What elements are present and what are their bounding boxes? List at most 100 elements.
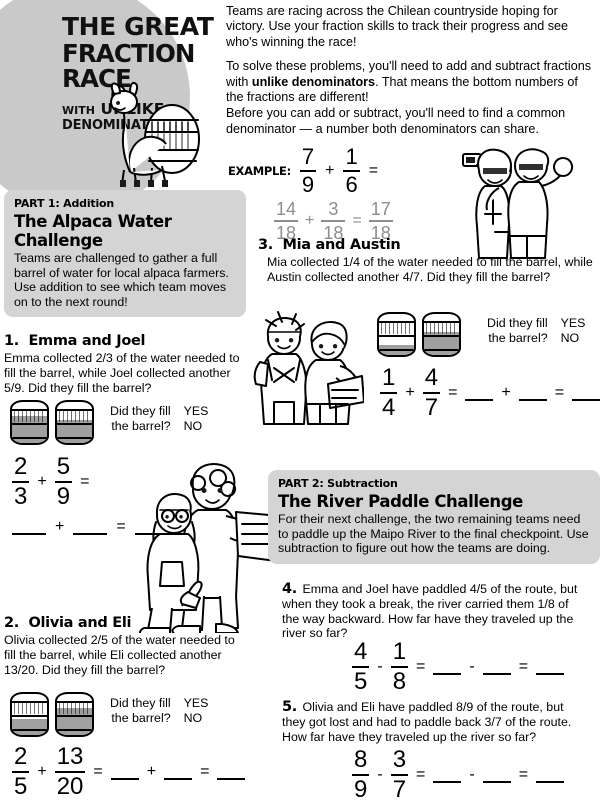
numerator: 2	[14, 453, 28, 480]
work-equals: =	[518, 766, 529, 783]
prompt-options: YES NO	[184, 404, 209, 434]
fraction-bar	[12, 771, 30, 773]
barrel-water-level	[12, 718, 47, 735]
fraction-bar	[390, 666, 409, 668]
prompt-label: Did they fill the barrel?	[110, 696, 171, 726]
numerator: 1	[392, 638, 407, 665]
fraction-bar	[422, 392, 441, 394]
selfie-couple-illustration	[455, 140, 583, 262]
barrel-hoop	[57, 715, 92, 718]
answer-blank[interactable]	[482, 768, 511, 783]
denominator: 18	[323, 223, 344, 243]
yes-option[interactable]: YES	[183, 696, 209, 710]
yes-option[interactable]: YES	[560, 316, 586, 330]
work-equals: =	[116, 518, 126, 535]
numerator: 8	[354, 746, 368, 773]
denominator: 18	[276, 223, 297, 243]
fraction-bar	[54, 481, 73, 483]
barrel	[55, 692, 94, 737]
answer-blank[interactable]	[536, 660, 565, 675]
prompt-options: YES NO	[184, 696, 209, 726]
question-1-fraction-1: 2 3	[12, 453, 30, 509]
question-5-operator: -	[377, 766, 383, 783]
question-2-title: Olivia and Eli	[28, 615, 132, 631]
answer-blank[interactable]	[110, 765, 139, 780]
barrel-staves	[59, 703, 90, 714]
denominator: 9	[56, 483, 71, 510]
question-1-equation: 2 3 + 5 9 =	[12, 455, 89, 509]
answer-blank[interactable]	[433, 768, 462, 783]
question-5: 5. Olivia and Eli have paddled 8/9 of th…	[282, 700, 588, 744]
question-4-text: Emma and Joel have paddled 4/5 of the ro…	[282, 582, 578, 641]
question-3-number: 3.	[258, 237, 273, 253]
answer-blank[interactable]	[164, 765, 193, 780]
barrel-hoop	[57, 729, 92, 732]
prompt-line-1: Did they fill	[110, 404, 171, 418]
part2-title: The River Paddle Challenge	[278, 492, 523, 511]
barrel-hoop	[379, 335, 414, 338]
answer-blank[interactable]	[73, 520, 108, 535]
example-step-fraction-1: 14 18	[274, 200, 299, 243]
part1-kicker: PART 1: Addition	[14, 197, 115, 210]
barrel-hoop	[57, 423, 92, 426]
numerator: 1	[382, 364, 396, 391]
example-block: EXAMPLE: 7 9 + 1 6 = 14 18 + 3 18 = 17	[228, 146, 438, 242]
denominator: 8	[392, 668, 407, 695]
question-5-text: Olivia and Eli have paddled 8/9 of the r…	[282, 700, 572, 744]
answer-blank[interactable]	[518, 386, 547, 401]
numerator: 13	[56, 743, 84, 770]
answer-blank[interactable]	[465, 386, 494, 401]
question-4-number: 4.	[282, 581, 297, 597]
part1-title: The Alpaca Water Challenge	[14, 212, 172, 250]
barrel-hoop	[424, 321, 459, 324]
question-4-equation: 4 5 - 1 8 = - =	[352, 638, 565, 695]
barrel	[10, 692, 49, 737]
barrel-staves	[381, 323, 412, 334]
question-1-equals: =	[80, 473, 90, 490]
denominator: 5	[14, 773, 28, 800]
answer-blank[interactable]	[12, 520, 46, 535]
fraction-bar	[390, 774, 409, 776]
denominator: 20	[56, 773, 84, 800]
question-5-text-wrap: 5. Olivia and Eli have paddled 8/9 of th…	[282, 700, 588, 744]
answer-blank[interactable]	[134, 520, 169, 535]
no-option[interactable]: NO	[183, 419, 203, 433]
barrel-body	[10, 692, 49, 737]
work-operator: +	[146, 763, 157, 780]
no-option[interactable]: NO	[183, 711, 203, 725]
fraction-bar	[12, 481, 30, 483]
numerator: 3	[392, 746, 407, 773]
work-operator: +	[501, 384, 511, 401]
question-1-operator: +	[37, 473, 47, 490]
example-fraction-2: 1 6	[343, 146, 360, 196]
prompt-label: Did they fill the barrel?	[487, 316, 548, 346]
question-2: 2. Olivia and Eli Olivia collected 2/5 o…	[4, 614, 240, 677]
part1-body: Teams are challenged to gather a full ba…	[14, 251, 229, 309]
numerator: 3	[328, 199, 339, 219]
barrel-hoop	[12, 409, 47, 412]
answer-blank[interactable]	[536, 768, 565, 783]
question-5-fraction-2: 3 7	[390, 746, 409, 803]
example-step-equals: =	[352, 212, 362, 229]
work-operator: -	[469, 766, 475, 783]
title-line-1: THE GREAT	[62, 12, 214, 41]
barrel-hoop	[12, 701, 47, 704]
answer-blank[interactable]	[433, 660, 462, 675]
question-3-title: Mia and Austin	[282, 237, 401, 253]
barrel	[55, 400, 94, 445]
question-4: 4. Emma and Joel have paddled 4/5 of the…	[282, 582, 588, 641]
question-1: 1. Emma and Joel Emma collected 2/3 of t…	[4, 332, 240, 395]
answer-blank[interactable]	[572, 386, 600, 401]
question-3-operator: +	[405, 384, 415, 401]
question-1-number: 1.	[4, 333, 19, 349]
fraction-bar	[274, 220, 299, 222]
intro-paragraph-3: Before you can add or subtract, you'll n…	[226, 106, 566, 136]
part2-kicker: PART 2: Subtraction	[278, 477, 398, 490]
no-option[interactable]: NO	[560, 331, 580, 345]
answer-blank[interactable]	[217, 765, 246, 780]
numerator: 2	[14, 743, 28, 770]
denominator: 7	[392, 776, 407, 803]
answer-blank[interactable]	[482, 660, 511, 675]
prompt-options: YES NO	[561, 316, 586, 346]
yes-option[interactable]: YES	[183, 404, 209, 418]
